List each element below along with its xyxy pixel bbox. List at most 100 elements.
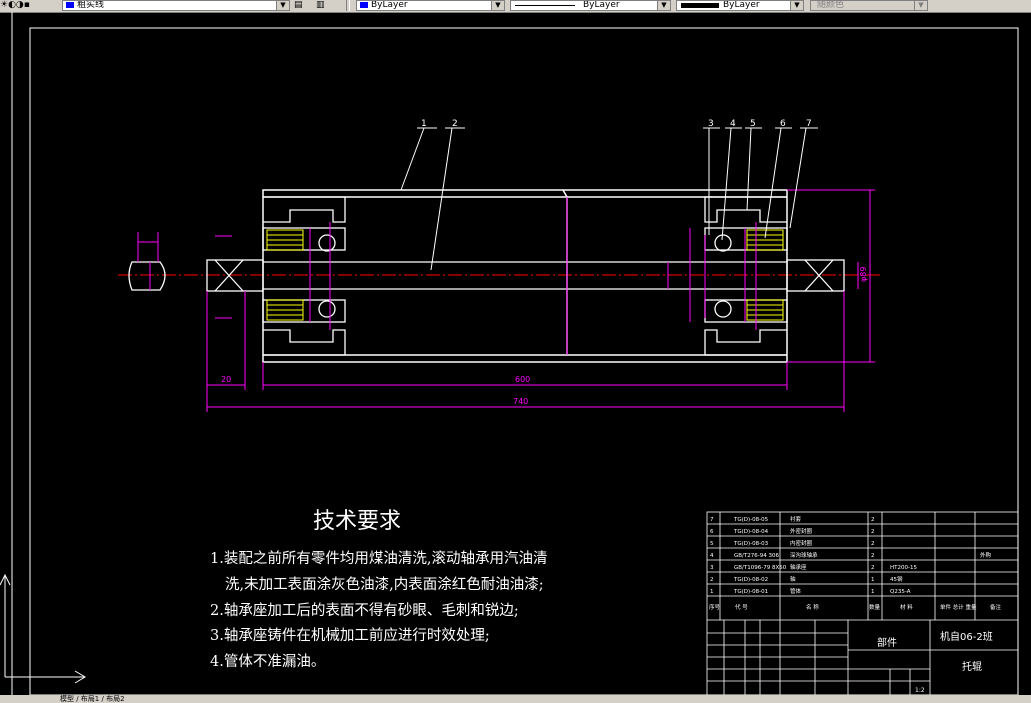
scale-value: 1:2 xyxy=(915,687,925,694)
balloon-1: 1 xyxy=(421,119,427,129)
balloon-6: 6 xyxy=(780,119,786,129)
chevron-down-icon[interactable]: ▼ xyxy=(657,1,670,10)
drawing-canvas[interactable]: 20 600 740 φ89 1 2 3 4 5 6 7 xyxy=(0,12,1031,695)
parts-list-cell: 4 xyxy=(710,553,714,559)
section-view xyxy=(128,261,166,291)
balloon-7: 7 xyxy=(806,119,812,129)
title-block-text: 部件 机自06-2班 托辊 1:2 xyxy=(877,630,993,694)
parts-list-cell: GB/T1096-79 8X50 xyxy=(734,565,787,571)
section-dims xyxy=(137,232,159,290)
layer-value: 粗实线 xyxy=(77,0,105,10)
class-name: 机自06-2班 xyxy=(940,630,993,643)
chevron-down-icon[interactable]: ▼ xyxy=(491,1,504,10)
assembly-label: 部件 xyxy=(877,636,897,649)
dim-tube-dia: φ89 xyxy=(859,267,868,282)
parts-list-cell: 6 xyxy=(710,529,714,535)
parts-list-cell: 管体 xyxy=(790,587,802,595)
part-name: 托辊 xyxy=(962,660,982,673)
parts-list-cell: TG(D)-08-04 xyxy=(733,529,769,535)
plotstyle-value: 随颜色 xyxy=(817,0,845,10)
right-bearing-seal xyxy=(746,229,784,321)
lineweight-preview xyxy=(681,3,719,8)
layer-dropdown[interactable]: 粗实线 ▼ xyxy=(62,0,290,11)
left-bearing-seal xyxy=(266,229,304,321)
lineweight-dropdown[interactable]: ByLayer ▼ xyxy=(676,0,804,11)
tech-req-1: 1.装配之前所有零件均用煤油清洗,滚动轴承用汽油清 xyxy=(210,551,548,567)
parts-list-header: 单件 总计 重量 xyxy=(940,603,977,611)
chevron-down-icon[interactable]: ▼ xyxy=(914,1,927,10)
balloon-3: 3 xyxy=(708,119,714,129)
parts-list-cell: 2 xyxy=(871,553,875,559)
chevron-down-icon[interactable]: ▼ xyxy=(276,1,289,10)
layout-tabs-label: 模型 / 布局1 / 布局2 xyxy=(60,695,125,703)
parts-list-header: 备注 xyxy=(990,603,1002,611)
tech-req-2: 2.轴承座加工后的表面不得有砂眼、毛刺和锐边; xyxy=(210,603,519,619)
dim-total-len: 740 xyxy=(513,397,528,406)
parts-list-cell: 外购 xyxy=(980,551,992,559)
parts-list-cell: 外密封圈 xyxy=(790,527,813,535)
parts-list-cell: 衬套 xyxy=(790,515,802,523)
parts-list-header: 代 号 xyxy=(735,603,748,611)
parts-list-cell: 深沟球轴承 xyxy=(790,551,818,559)
properties-toolbar: ☀◐◑▪ 粗实线 ▼ ▤ ▥ ByLayer ▼ ByLayer ▼ ByLay… xyxy=(0,0,1031,13)
parts-list-cell: TG(D)-08-03 xyxy=(733,541,769,547)
parts-list-cell: 2 xyxy=(710,577,714,583)
parts-list-cell: 5 xyxy=(710,541,714,547)
lineweight-value: ByLayer xyxy=(723,0,760,10)
tech-req-1b: 洗,未加工表面涂灰色油漆,内表面涂红色耐油油漆; xyxy=(225,577,544,593)
shaft xyxy=(206,259,845,292)
dimension-lines xyxy=(206,189,875,412)
tech-req-4: 4.管体不准漏油。 xyxy=(210,654,326,670)
color-value: ByLayer xyxy=(371,0,408,10)
parts-list-cell: HT200-15 xyxy=(890,565,917,571)
dim-tube-len: 600 xyxy=(515,375,530,384)
color-swatch xyxy=(360,2,368,8)
parts-list-cell: 2 xyxy=(871,517,875,523)
parts-list-cell: 1 xyxy=(710,589,714,595)
drawing-border xyxy=(29,27,1019,695)
balloon-5: 5 xyxy=(750,119,756,129)
parts-list-cell: 2 xyxy=(871,541,875,547)
ucs-icon xyxy=(0,573,86,684)
color-dropdown[interactable]: ByLayer ▼ xyxy=(356,0,505,11)
toolbar-separator xyxy=(346,0,350,11)
dimension-text: 20 600 740 φ89 xyxy=(221,267,868,406)
parts-list-cell: 2 xyxy=(871,529,875,535)
parts-list-header: 数量 xyxy=(869,603,881,611)
parts-list-header: 序号 xyxy=(709,603,721,611)
parts-list-header: 材 料 xyxy=(900,603,913,611)
layer-state-icons[interactable]: ☀◐◑▪ xyxy=(0,0,30,10)
parts-list-cell: 轴 xyxy=(790,575,796,583)
plotstyle-dropdown[interactable]: 随颜色 ▼ xyxy=(810,0,928,11)
linetype-dropdown[interactable]: ByLayer ▼ xyxy=(510,0,671,11)
layout-tabs[interactable]: 模型 / 布局1 / 布局2 xyxy=(0,695,1031,703)
parts-list-cell: GB/T276-94 306 xyxy=(734,553,779,559)
layer-color-swatch xyxy=(66,2,74,8)
make-current-layer-icon[interactable]: ▤ xyxy=(294,0,303,10)
parts-list-cell: TG(D)-08-02 xyxy=(733,577,768,583)
chevron-down-icon[interactable]: ▼ xyxy=(790,1,803,10)
left-bearing-housing xyxy=(262,196,346,356)
linetype-value: ByLayer xyxy=(583,0,620,10)
layer-previous-icon[interactable]: ▥ xyxy=(316,0,325,10)
parts-list-cell: Q235-A xyxy=(890,589,911,595)
balloon-2: 2 xyxy=(452,119,458,129)
parts-list-cell: 轴承座 xyxy=(790,563,807,571)
parts-list-cell: 1 xyxy=(871,577,875,583)
parts-list-cell: 1 xyxy=(871,589,875,595)
balloon-4: 4 xyxy=(730,119,736,129)
part-leaders xyxy=(400,127,818,271)
parts-list-cell: 内密封圈 xyxy=(790,539,813,547)
part-balloons: 1 2 3 4 5 6 7 xyxy=(421,119,812,129)
tech-req-3: 3.轴承座铸件在机械加工前应进行时效处理; xyxy=(210,628,490,644)
parts-list-cell: 45钢 xyxy=(890,575,903,583)
linetype-preview xyxy=(515,5,575,6)
right-bearing-housing xyxy=(704,196,788,356)
parts-list-header: 名 称 xyxy=(806,603,819,611)
parts-list-cell: 3 xyxy=(710,565,714,571)
tube-body xyxy=(262,189,788,363)
parts-list-cell: TG(D)-08-05 xyxy=(733,517,769,523)
title-block xyxy=(706,511,1019,695)
parts-list-cell: 2 xyxy=(871,565,875,571)
